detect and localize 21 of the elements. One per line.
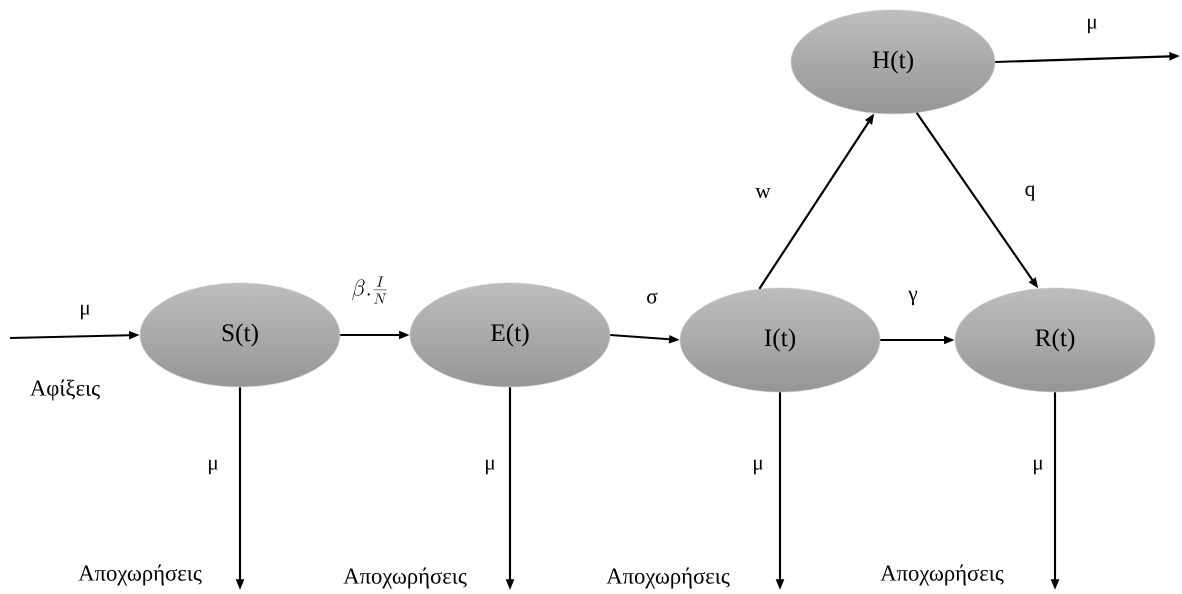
ellipse-node: R(t) [954, 287, 1156, 393]
edge-label: μ [482, 458, 498, 476]
ellipse-node: S(t) [139, 282, 341, 388]
ellipse-node: I(t) [679, 287, 881, 393]
text-label: Αποχωρήσεις [343, 567, 467, 589]
edge-label: w [753, 186, 773, 200]
edge-label: μ [1084, 17, 1100, 35]
ellipse-node: E(t) [409, 282, 611, 388]
edge-label: σ [644, 291, 660, 305]
edge-label: q [1023, 184, 1037, 202]
text-label: Αποχωρήσεις [880, 564, 1004, 586]
edge-label: μ [77, 303, 93, 321]
ellipse-node: H(t) [790, 9, 996, 115]
edge-label: μ [205, 458, 221, 476]
edge-label: μ [750, 458, 766, 476]
text-label: Αποχωρήσεις [78, 564, 202, 586]
edge-label: μ [1030, 458, 1046, 476]
text-label: Αποχωρήσεις [606, 567, 730, 589]
text-label: Αφίξεις [30, 379, 100, 401]
edge-label: $\beta.\frac{I}{N}$ [350, 275, 390, 305]
edge-label: γ [906, 289, 920, 307]
